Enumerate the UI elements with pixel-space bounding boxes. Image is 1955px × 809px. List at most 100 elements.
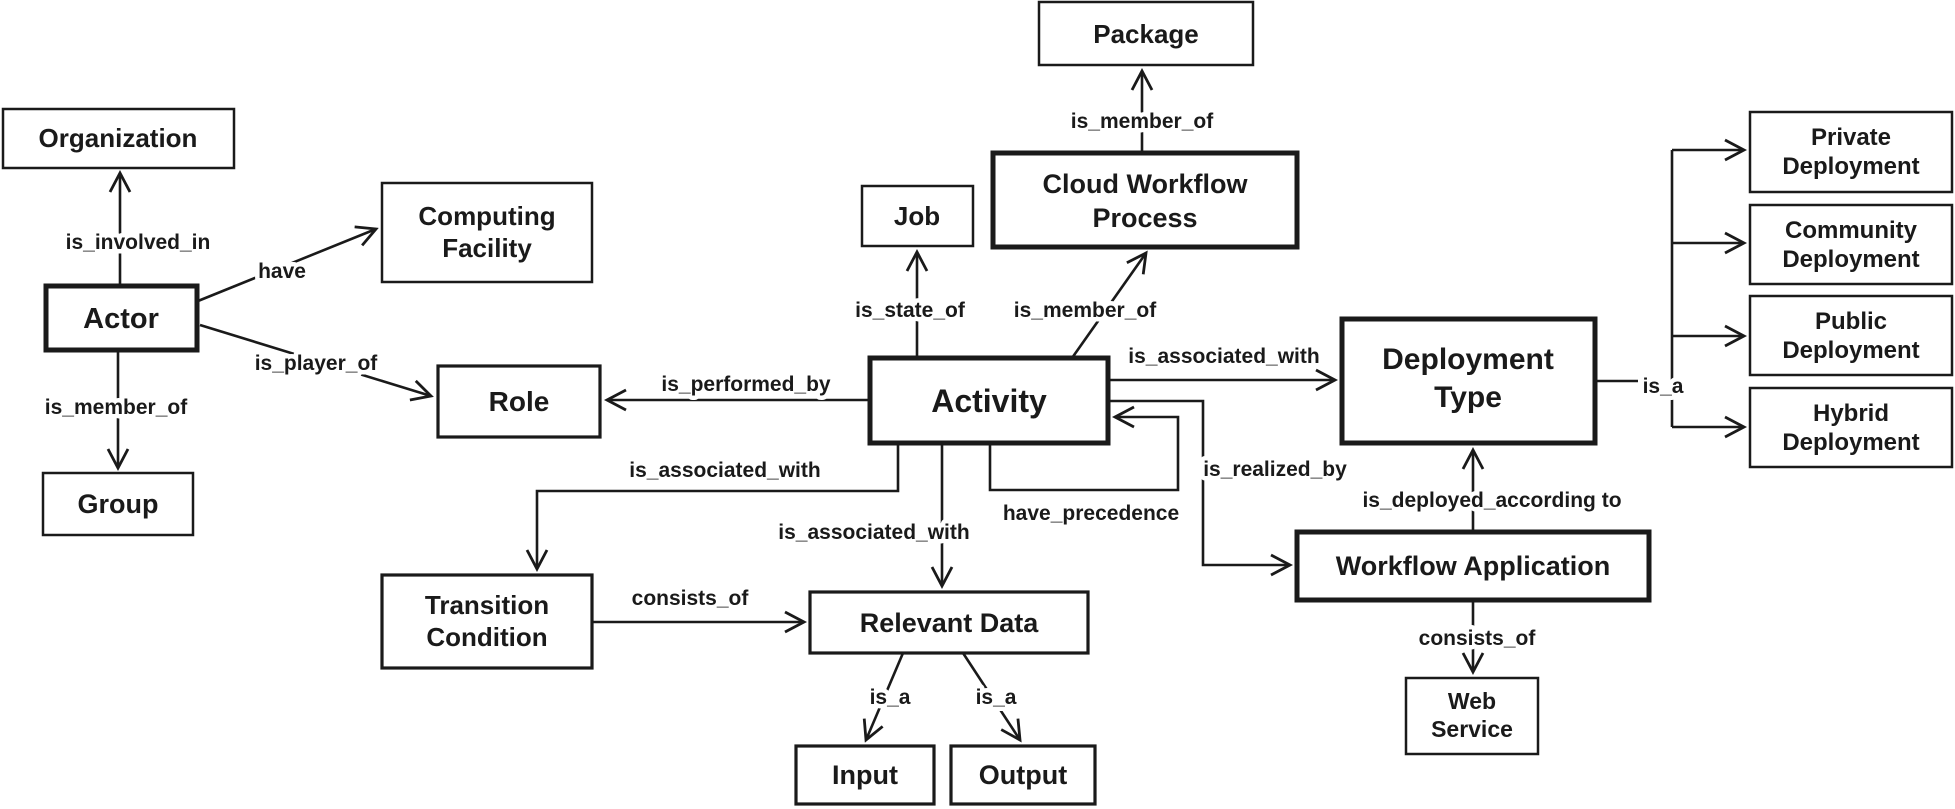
node-job-label: Job [894, 201, 940, 231]
node-activity-label: Activity [931, 383, 1047, 419]
edge-label-is-performed-by: is_performed_by [661, 373, 831, 396]
node-computing-facility-label-line2: Facility [442, 233, 532, 263]
edge-actor-is-player-of-role [199, 323, 434, 402]
node-transition-condition-label-line2: Condition [426, 622, 547, 652]
edge-label-is-state-of: is_state_of [855, 299, 966, 322]
edge-label-is-a-input: is_a [870, 686, 911, 709]
node-workflow-application-box [1294, 529, 1652, 603]
node-hybrid-deployment: Hybrid Deployment [1748, 386, 1954, 469]
node-community-deployment-label-line2: Deployment [1782, 246, 1919, 273]
node-deployment-type: Deployment Type [1339, 316, 1598, 446]
node-web-service-label-line1: Web [1448, 688, 1496, 714]
edge-label-is-associated-with-dt: is_associated_with [1128, 345, 1319, 368]
node-transition-condition: Transition Condition [380, 573, 594, 670]
node-output-box [949, 744, 1097, 806]
edge-label-consists-of-rd: consists_of [632, 587, 750, 610]
node-actor-box [43, 283, 200, 353]
node-hybrid-deployment-label-line2: Deployment [1782, 429, 1919, 456]
node-deployment-type-label-line1: Deployment [1382, 343, 1554, 376]
node-organization-label: Organization [39, 123, 198, 153]
node-transition-condition-label-line1: Transition [425, 590, 549, 620]
node-community-deployment: Community Deployment [1748, 203, 1954, 286]
edge-label-is-deployed-according-to: is_deployed_according to [1362, 489, 1621, 512]
node-deployment-type-label-line2: Type [1434, 381, 1502, 414]
node-web-service: Web Service [1404, 676, 1540, 756]
node-group-label: Group [78, 489, 159, 519]
edge-label-consists-of-ws: consists_of [1419, 627, 1537, 650]
node-relevant-data-box [808, 590, 1090, 655]
node-hybrid-deployment-box [1748, 386, 1954, 469]
edge-label-have: have [258, 260, 306, 283]
node-input-label: Input [832, 760, 898, 790]
node-private-deployment: Private Deployment [1748, 110, 1954, 194]
node-public-deployment-label-line1: Public [1815, 308, 1887, 335]
edge-label-is-realized-by: is_realized_by [1203, 458, 1347, 481]
node-cloud-workflow-process-box [990, 150, 1300, 250]
node-cloud-workflow-process: Cloud Workflow Process [990, 150, 1300, 250]
edge-actor-have-computing-facility [197, 225, 379, 303]
node-private-deployment-box [1748, 110, 1954, 194]
node-cloud-workflow-process-label-line1: Cloud Workflow [1043, 169, 1249, 199]
edge-label-is-member-of-package: is_member_of [1071, 110, 1214, 133]
node-public-deployment-label-line2: Deployment [1782, 337, 1919, 364]
node-relevant-data-label: Relevant Data [860, 608, 1040, 638]
edge-label-is-involved-in: is_involved_in [66, 231, 211, 254]
node-workflow-application-label: Workflow Application [1336, 551, 1611, 581]
node-actor: Actor [43, 283, 200, 353]
node-workflow-application: Workflow Application [1294, 529, 1652, 603]
node-community-deployment-label-line1: Community [1785, 217, 1918, 244]
edge-activity-have-precedence-loop [988, 405, 1180, 492]
node-organization-box [1, 107, 236, 170]
node-private-deployment-label-line1: Private [1811, 124, 1891, 151]
edge-activity-is-realized-by-workflow-application [1108, 399, 1294, 577]
node-transition-condition-box [380, 573, 594, 670]
edge-label-is-associated-with-rd: is_associated_with [778, 521, 969, 544]
node-relevant-data: Relevant Data [808, 590, 1090, 655]
node-public-deployment: Public Deployment [1748, 294, 1954, 377]
node-role-label: Role [489, 386, 550, 417]
node-computing-facility-box [380, 181, 594, 284]
node-role: Role [436, 364, 602, 439]
node-package: Package [1037, 0, 1255, 67]
node-activity-box [867, 355, 1111, 446]
edge-label-have-precedence: have_precedence [1003, 502, 1179, 525]
edge-activity-is-associated-with-transition-condition [525, 443, 900, 573]
node-web-service-box [1404, 676, 1540, 756]
node-package-box [1037, 0, 1255, 67]
node-job-box [860, 184, 975, 248]
node-input-box [794, 744, 936, 806]
edge-label-is-associated-with-tc: is_associated_with [629, 459, 820, 482]
edge-relevant-data-is-a-input [862, 652, 905, 743]
edges [106, 67, 1748, 743]
node-organization: Organization [1, 107, 236, 170]
node-group-box [41, 471, 195, 537]
node-input: Input [794, 744, 936, 806]
edge-activity-is-member-of-cloud-workflow-process [1070, 250, 1148, 359]
node-actor-label: Actor [83, 303, 159, 335]
edge-label-is-member-of-cwp: is_member_of [1014, 299, 1157, 322]
edge-label-is-member-of-group: is_member_of [45, 396, 188, 419]
node-output-label: Output [979, 760, 1067, 790]
node-computing-facility-label-line1: Computing [418, 201, 555, 231]
node-community-deployment-box [1748, 203, 1954, 286]
node-public-deployment-box [1748, 294, 1954, 377]
node-cloud-workflow-process-label-line2: Process [1092, 203, 1197, 233]
node-activity: Activity [867, 355, 1111, 446]
node-deployment-type-box [1339, 316, 1598, 446]
edge-label-is-player-of: is_player_of [255, 352, 379, 375]
edge-labels: is_involved_in have is_member_of is_play… [40, 106, 1688, 714]
node-role-box [436, 364, 602, 439]
node-computing-facility: Computing Facility [380, 181, 594, 284]
node-output: Output [949, 744, 1097, 806]
node-group: Group [41, 471, 195, 537]
node-hybrid-deployment-label-line1: Hybrid [1813, 400, 1889, 427]
edge-label-is-a-deployments: is_a [1643, 375, 1684, 398]
node-job: Job [860, 184, 975, 248]
edge-label-is-a-output: is_a [976, 686, 1017, 709]
edge-relevant-data-is-a-output [961, 652, 1022, 743]
node-package-label: Package [1093, 19, 1199, 49]
node-private-deployment-label-line2: Deployment [1782, 153, 1919, 180]
